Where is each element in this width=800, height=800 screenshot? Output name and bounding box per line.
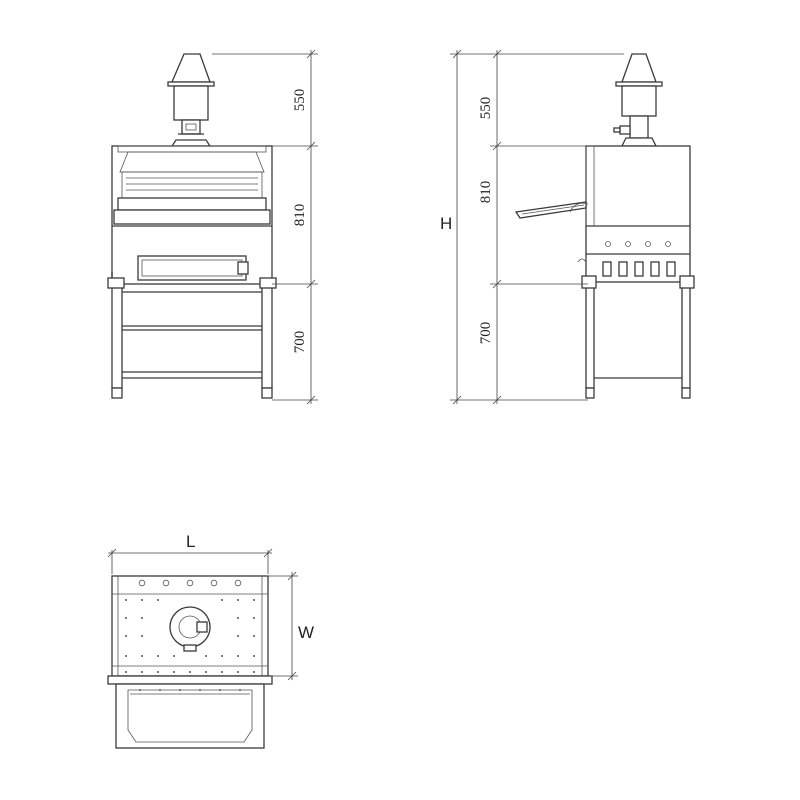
side-tray — [514, 201, 589, 219]
top-knob-holes — [138, 579, 242, 587]
top-dimension-lines — [107, 548, 298, 681]
top-length-letter: L — [186, 532, 195, 551]
side-grill-body — [577, 145, 691, 283]
front-dim-top-label: 550 — [292, 89, 308, 112]
front-stand — [107, 277, 277, 399]
front-chimney — [167, 53, 215, 147]
side-dim-middle-label: 810 — [478, 181, 494, 204]
side-stand — [581, 275, 695, 399]
top-tray — [107, 675, 273, 749]
side-view: H 550 810 700 — [440, 49, 695, 405]
side-dimension-lines — [450, 49, 624, 405]
side-vent-slots — [602, 261, 676, 277]
side-dim-top-label: 550 — [478, 97, 494, 120]
front-dim-middle-label: 810 — [292, 204, 308, 227]
top-grill-body — [111, 575, 269, 677]
front-view: 550 810 700 — [107, 49, 318, 405]
front-dimension-lines — [212, 49, 318, 405]
side-dim-bottom-label: 700 — [478, 322, 494, 345]
front-grill-body — [111, 145, 273, 285]
top-view: L W — [107, 532, 314, 749]
side-height-letter: H — [440, 214, 452, 233]
front-dim-bottom-label: 700 — [292, 331, 308, 354]
top-dot-pattern — [125, 599, 255, 673]
side-chimney — [613, 53, 663, 147]
top-chimney-ring — [169, 606, 211, 652]
top-width-letter: W — [298, 623, 314, 642]
